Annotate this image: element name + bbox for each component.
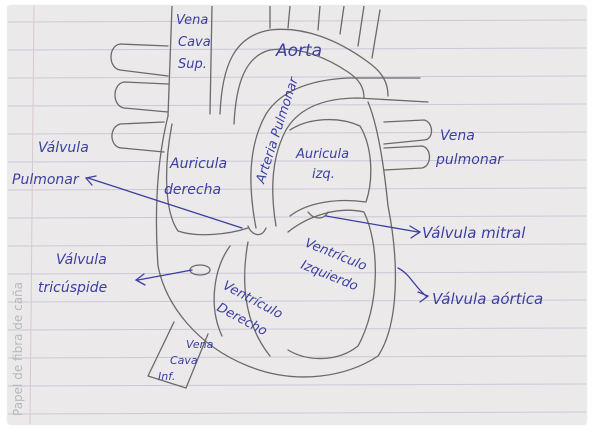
right-vessels bbox=[384, 120, 432, 170]
aorta-label: Aorta bbox=[275, 41, 322, 61]
heart-outline bbox=[111, 6, 432, 388]
svg-text:Auricula: Auricula bbox=[295, 147, 349, 162]
svg-text:Válvula: Válvula bbox=[56, 252, 107, 268]
arteria-pulmonar-label: Arteria Pulmonar bbox=[253, 74, 302, 186]
vena-cava-sup-label: Vena Cava Sup. bbox=[176, 13, 211, 72]
vena-pulmonar-label: Vena pulmonar bbox=[435, 128, 504, 168]
svg-text:izq.: izq. bbox=[312, 167, 335, 182]
valvula-aortica-label: Válvula aórtica bbox=[432, 290, 543, 308]
svg-text:derecha: derecha bbox=[164, 182, 221, 198]
heart-drawing: Papel de fibra de caña bbox=[8, 6, 586, 424]
svg-text:Cava: Cava bbox=[178, 35, 211, 50]
label-arrows bbox=[86, 176, 428, 302]
valvula-mitral-label: Válvula mitral bbox=[422, 224, 526, 242]
pulmonary-valve bbox=[248, 226, 266, 235]
svg-text:Pulmonar: Pulmonar bbox=[12, 172, 80, 188]
paper-side-text: Papel de fibra de caña bbox=[11, 282, 25, 416]
margin-line bbox=[30, 6, 34, 424]
svg-text:Sup.: Sup. bbox=[178, 57, 207, 72]
valvula-pulmonar-label: Válvula Pulmonar bbox=[12, 140, 89, 188]
svg-text:tricúspide: tricúspide bbox=[38, 280, 107, 296]
notebook-page: Papel de fibra de caña bbox=[8, 6, 586, 424]
svg-text:Auricula: Auricula bbox=[169, 156, 227, 172]
svg-text:Vena: Vena bbox=[186, 338, 214, 351]
svg-text:pulmonar: pulmonar bbox=[435, 152, 504, 168]
svg-text:Válvula: Válvula bbox=[38, 140, 89, 156]
svg-text:Vena: Vena bbox=[440, 128, 475, 144]
auricula-derecha-label: Auricula derecha bbox=[164, 156, 227, 198]
arrow-valvula-mitral bbox=[326, 216, 420, 238]
svg-text:Cava: Cava bbox=[170, 354, 198, 367]
svg-text:Vena: Vena bbox=[176, 13, 208, 28]
ventriculo-derecho-label: Ventrículo Derecho bbox=[214, 278, 285, 339]
svg-text:Inf.: Inf. bbox=[158, 370, 175, 383]
auricula-izq-label: Auricula izq. bbox=[295, 147, 349, 182]
vena-cava-inf-label: Vena Cava Inf. bbox=[158, 338, 214, 383]
arrow-valvula-tricuspide bbox=[136, 270, 192, 285]
left-vessels bbox=[111, 44, 168, 152]
